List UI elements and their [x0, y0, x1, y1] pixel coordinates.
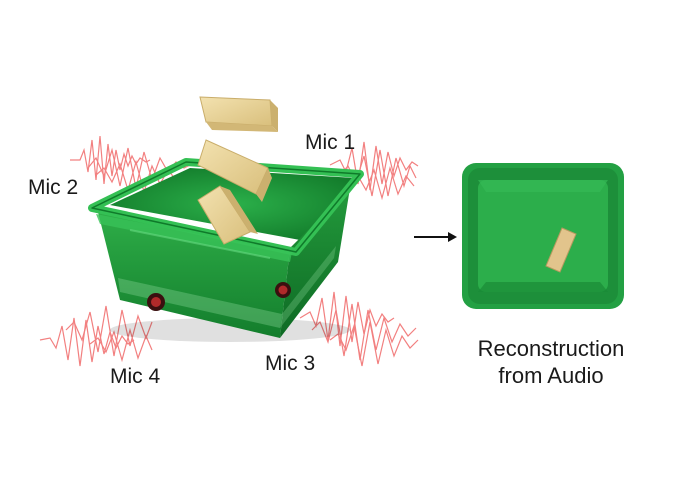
right-arrow-icon — [414, 232, 457, 242]
mic2-label: Mic 2 — [28, 176, 79, 199]
wooden-block-icon — [199, 96, 278, 132]
reconstruction-view — [462, 163, 624, 309]
reconstruction-caption: Reconstruction from Audio — [436, 335, 666, 389]
caption-line1: Reconstruction — [477, 336, 625, 361]
caption-line2: from Audio — [498, 363, 604, 388]
wooden-block-icon — [545, 227, 577, 273]
mic4-label: Mic 4 — [110, 365, 161, 388]
mic3-microphone-icon — [275, 282, 291, 298]
mic4-sound-wave-icon — [39, 305, 153, 367]
mic1-label: Mic 1 — [305, 131, 356, 154]
mic3-label: Mic 3 — [265, 352, 316, 375]
mic3-sound-wave-icon — [299, 291, 419, 367]
mic4-microphone-icon — [147, 293, 165, 311]
wooden-block-icon — [197, 185, 258, 245]
wooden-block-icon — [197, 139, 272, 202]
